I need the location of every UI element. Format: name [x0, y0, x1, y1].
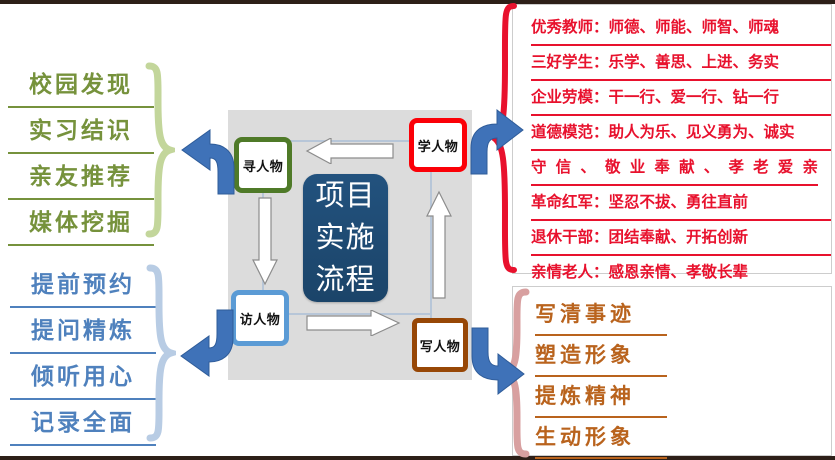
flow-arrow-up-icon [426, 190, 452, 299]
node-xun-renwu[interactable]: 寻人物 [234, 137, 292, 193]
connector-rail-bottom [262, 313, 432, 315]
list-item: 退休干部：团结奉献、开拓创新 [531, 221, 831, 256]
list-item: 塑造形象 [535, 336, 667, 377]
core-process-label: 项目实施流程 [315, 180, 376, 296]
node-xie-renwu[interactable]: 写人物 [412, 318, 468, 372]
left-bottom-brace [146, 264, 176, 442]
core-process-box: 项目实施流程 [303, 174, 388, 302]
node-label: 寻人物 [242, 158, 284, 174]
list-item: 提炼精神 [535, 377, 667, 418]
flow-arrow-left-icon [305, 138, 394, 164]
left-top-list: 校园发现 实习结识 亲友推荐 媒体挖掘 [8, 62, 154, 246]
curved-arrow-down-right-icon [471, 327, 525, 396]
curved-arrow-up-right-icon [470, 108, 524, 175]
node-label: 访人物 [239, 311, 281, 327]
curved-arrow-up-left-icon [181, 129, 235, 195]
right-bottom-list: 写清事迹 塑造形象 提炼精神 生动形象 [512, 286, 832, 459]
list-item: 写清事迹 [535, 295, 667, 336]
node-label: 学人物 [417, 138, 459, 154]
curved-arrow-down-left-icon [180, 309, 234, 377]
list-item: 道德模范：助人为乐、见义勇为、诚实 [531, 116, 831, 151]
flow-arrow-down-icon [252, 197, 278, 286]
list-item: 优秀教师：师德、师能、师智、师魂 [531, 11, 831, 46]
right-top-list: 优秀教师：师德、师能、师智、师魂 三好学生：乐学、善思、上进、务实 企业劳模：干… [512, 4, 832, 291]
flow-arrow-right-icon [306, 310, 401, 336]
list-item: 校园发现 [8, 62, 154, 108]
list-item: 企业劳模：干一行、爱一行、钻一行 [531, 81, 831, 116]
list-item: 倾听用心 [10, 354, 156, 400]
list-item: 亲友推荐 [8, 154, 154, 200]
list-item: 三好学生：乐学、善思、上进、务实 [531, 46, 831, 81]
top-edge-rule [0, 0, 835, 4]
bottom-edge-rule [0, 456, 835, 460]
list-item: 生动形象 [535, 418, 667, 459]
list-item: 媒体挖掘 [8, 200, 154, 246]
list-item: 提问精炼 [10, 308, 156, 354]
left-bottom-list: 提前预约 提问精炼 倾听用心 记录全面 [10, 262, 156, 446]
list-item: 记录全面 [10, 400, 156, 446]
list-item: 实习结识 [8, 108, 154, 154]
connector-rail-top [262, 140, 432, 142]
connector-rail-right [430, 140, 432, 320]
list-item: 守信、敬业奉献、孝老爱亲 [531, 151, 818, 186]
node-xue-renwu[interactable]: 学人物 [409, 118, 467, 172]
left-top-brace [145, 62, 175, 238]
list-item: 革命红军：坚忍不拔、勇往直前 [531, 186, 831, 221]
list-item: 提前预约 [10, 262, 156, 308]
node-label: 写人物 [419, 338, 461, 354]
